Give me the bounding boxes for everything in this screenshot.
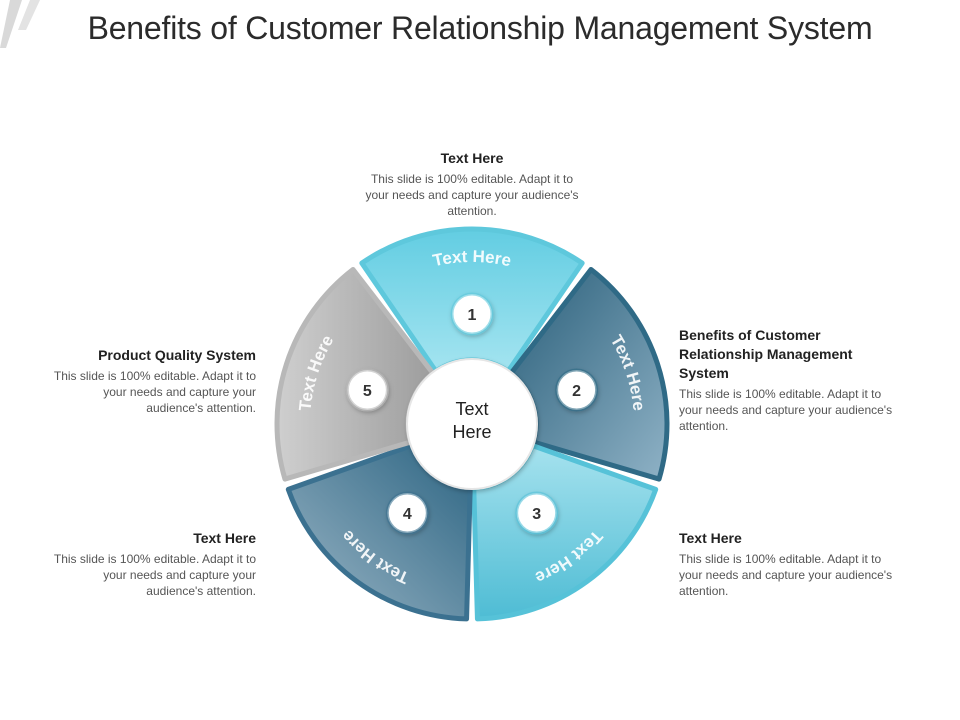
center-label-line1: Text [455, 399, 489, 419]
step-number-2: 2 [572, 383, 581, 400]
callout-top-body: This slide is 100% editable. Adapt it to… [365, 172, 579, 218]
callout-left-upper: Product Quality System This slide is 100… [44, 346, 256, 416]
center-hub [406, 358, 538, 490]
step-badge-3: 3 [515, 491, 559, 535]
step-badge-5: 5 [345, 368, 389, 412]
step-badge-1: 1 [450, 292, 494, 336]
callout-left-lower-title: Text Here [193, 530, 256, 546]
center-label-line2: Here [452, 422, 492, 442]
callout-right-lower: Text Here This slide is 100% editable. A… [679, 529, 894, 599]
center-label: Text Here [420, 398, 524, 444]
callout-right-lower-body: This slide is 100% editable. Adapt it to… [679, 552, 893, 598]
callout-left-upper-body: This slide is 100% editable. Adapt it to… [53, 369, 256, 415]
callout-left-lower-body: This slide is 100% editable. Adapt it to… [53, 552, 256, 598]
callout-top-title: Text Here [440, 150, 504, 166]
callout-right-upper-title: Benefits of Customer Relationship Manage… [679, 327, 853, 381]
callout-left-upper-title: Product Quality System [98, 347, 256, 363]
slide-title: Benefits of Customer Relationship Manage… [87, 10, 873, 46]
step-badge-4: 4 [385, 491, 429, 535]
step-badge-2: 2 [555, 368, 599, 412]
wheel-segment-1-label: Text Here [431, 247, 513, 270]
callout-top: Text Here This slide is 100% editable. A… [360, 149, 584, 219]
step-number-1: 1 [468, 307, 477, 324]
callout-left-lower: Text Here This slide is 100% editable. A… [44, 529, 256, 599]
callout-right-upper: Benefits of Customer Relationship Manage… [679, 326, 894, 434]
callout-right-upper-body: This slide is 100% editable. Adapt it to… [679, 387, 893, 433]
step-number-3: 3 [532, 506, 541, 523]
callout-right-lower-title: Text Here [679, 530, 742, 546]
step-number-5: 5 [363, 383, 372, 400]
corner-decoration [0, 0, 40, 48]
step-number-4: 4 [403, 506, 412, 523]
